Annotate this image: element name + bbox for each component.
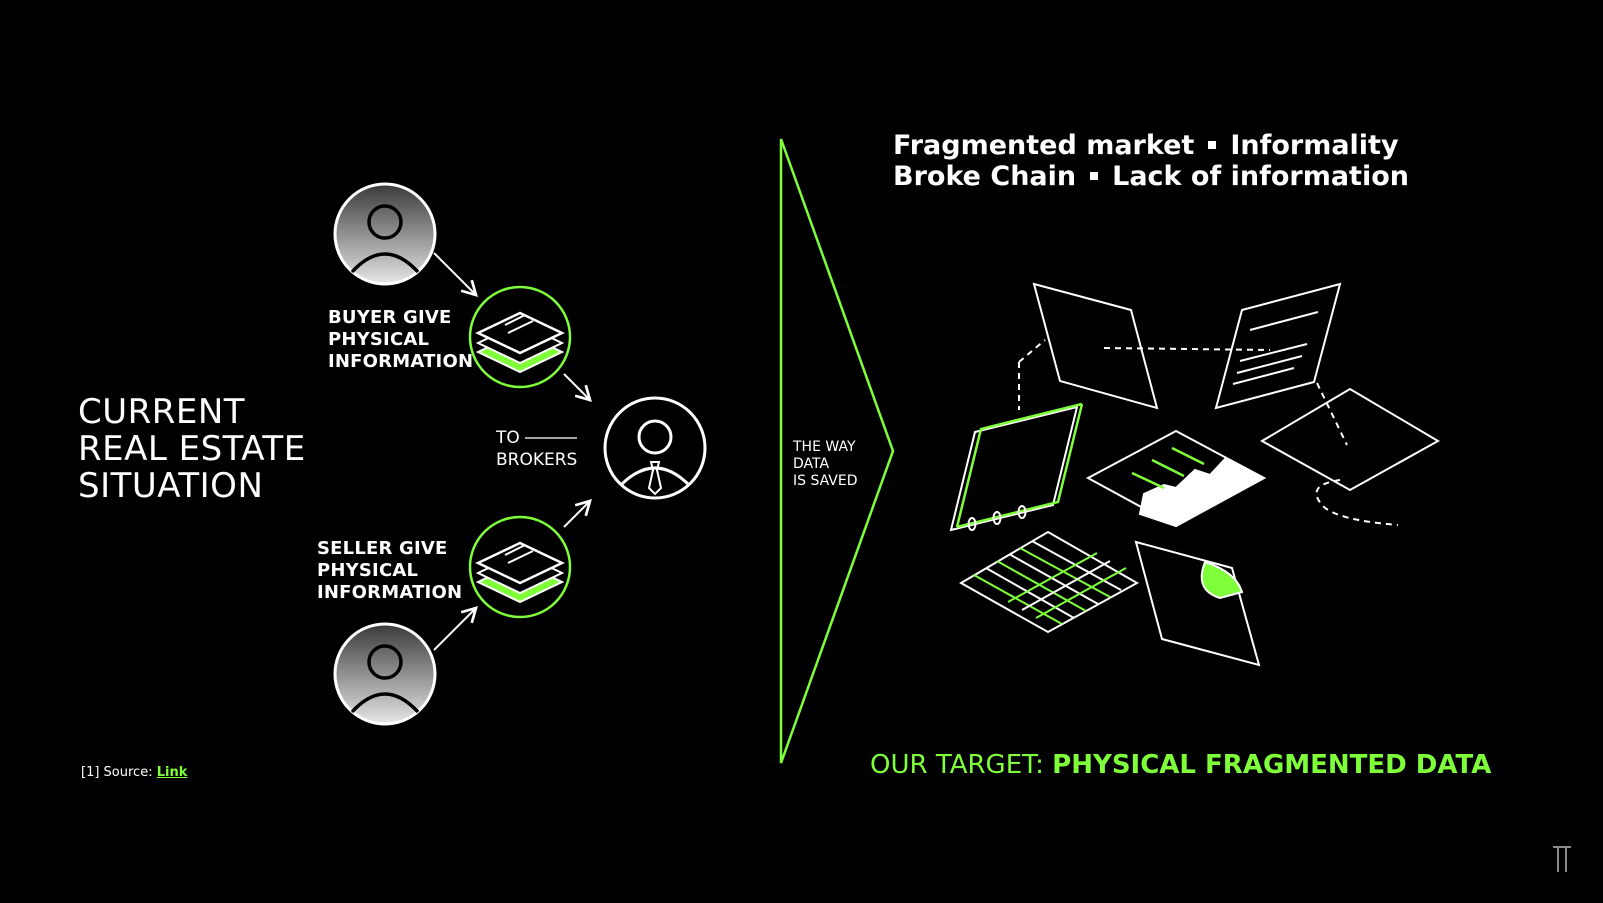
target-statement: OUR TARGET: PHYSICAL FRAGMENTED DATA xyxy=(870,750,1491,780)
to-brokers-label: TO BROKERS xyxy=(496,427,577,471)
way-label-line: THE WAY xyxy=(793,439,858,456)
fragmented-documents-illustration xyxy=(951,284,1438,665)
bullet-separator xyxy=(1090,172,1098,180)
pi-logo xyxy=(1553,847,1571,872)
way-data-saved-label: THE WAY DATA IS SAVED xyxy=(793,439,858,490)
title-line: REAL ESTATE xyxy=(78,431,306,468)
seller-label-line: PHYSICAL xyxy=(317,560,462,582)
buyer-avatar-icon xyxy=(335,184,435,284)
source-footnote: [1] Source: Link xyxy=(81,765,187,780)
buyer-label-line: PHYSICAL xyxy=(328,329,473,351)
seller-label: SELLER GIVE PHYSICAL INFORMATION xyxy=(317,538,462,604)
target-prefix: OUR TARGET: xyxy=(870,750,1052,780)
source-link[interactable]: Link xyxy=(157,765,188,780)
buyer-documents-icon xyxy=(470,287,570,387)
seller-documents-icon xyxy=(470,517,570,617)
seller-avatar-icon xyxy=(335,624,435,724)
bullet-separator xyxy=(1208,141,1216,149)
seller-label-line: SELLER GIVE xyxy=(317,538,462,560)
to-brokers-line-text: BROKERS xyxy=(496,449,577,471)
headline-item: Fragmented market xyxy=(893,130,1194,161)
title-line: CURRENT xyxy=(78,394,306,431)
buyer-label: BUYER GIVE PHYSICAL INFORMATION xyxy=(328,307,473,373)
to-brokers-line-text: TO xyxy=(496,427,577,449)
way-label-line: IS SAVED xyxy=(793,473,858,490)
current-situation-title: CURRENT REAL ESTATE SITUATION xyxy=(78,394,306,505)
buyer-label-line: BUYER GIVE xyxy=(328,307,473,329)
headline-line-1: Fragmented market Informality xyxy=(893,130,1409,161)
headline-item: Lack of information xyxy=(1112,161,1409,192)
way-label-line: DATA xyxy=(793,456,858,473)
target-emphasis: PHYSICAL FRAGMENTED DATA xyxy=(1052,750,1491,780)
headline-item: Broke Chain xyxy=(893,161,1076,192)
broker-icon xyxy=(605,398,705,498)
buyer-label-line: INFORMATION xyxy=(328,351,473,373)
source-prefix: [1] Source: xyxy=(81,765,157,780)
seller-label-line: INFORMATION xyxy=(317,582,462,604)
problem-headline: Fragmented market Informality Broke Chain… xyxy=(893,130,1409,192)
headline-item: Informality xyxy=(1230,130,1398,161)
headline-line-2: Broke Chain Lack of information xyxy=(893,161,1409,192)
title-line: SITUATION xyxy=(78,468,306,505)
